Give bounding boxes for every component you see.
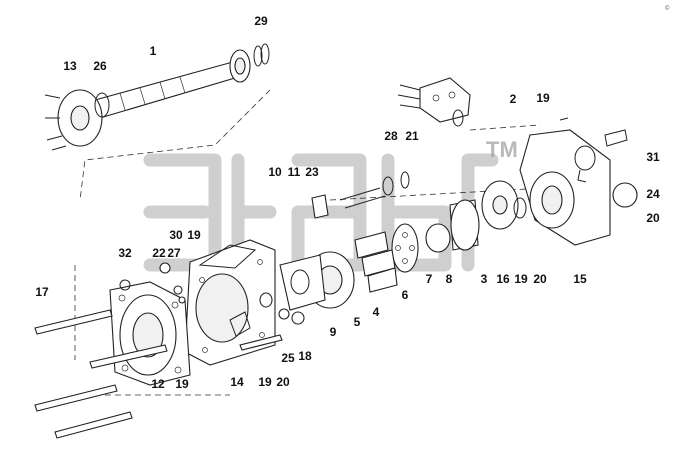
callout-24: 24 — [646, 187, 660, 201]
rotating-group — [354, 180, 527, 293]
assembly-lines — [74, 89, 546, 396]
callout-7: 7 — [426, 272, 433, 286]
callout-14: 14 — [230, 375, 244, 389]
callout-3: 3 — [481, 272, 488, 286]
callout-5: 5 — [354, 315, 361, 329]
valve-block — [397, 77, 628, 147]
callout-2: 2 — [510, 92, 517, 106]
callout-6: 6 — [402, 288, 409, 302]
callout-32: 32 — [118, 246, 132, 260]
callout-20: 20 — [533, 272, 547, 286]
callout-21: 21 — [405, 129, 419, 143]
callout-19: 19 — [175, 377, 189, 391]
callout-18: 18 — [298, 349, 312, 363]
callout-19: 19 — [514, 272, 528, 286]
callout-19: 19 — [187, 228, 201, 242]
callout-10: 10 — [268, 165, 282, 179]
callout-11: 11 — [288, 165, 301, 179]
callout-12: 12 — [151, 377, 165, 391]
callout-25: 25 — [281, 351, 295, 365]
front-cover — [184, 239, 276, 366]
callout-23: 23 — [305, 165, 319, 179]
callout-30: 30 — [169, 228, 183, 242]
callout-17: 17 — [35, 285, 49, 299]
callout-20: 20 — [276, 375, 290, 389]
callout-13: 13 — [63, 59, 77, 73]
callout-16: 16 — [496, 272, 510, 286]
callout-1: 1 — [150, 44, 157, 58]
rear-housing — [519, 129, 638, 246]
front-flange — [44, 89, 110, 151]
corner-mark: © — [665, 5, 670, 12]
callout-19: 19 — [536, 91, 550, 105]
callout-20: 20 — [646, 211, 660, 225]
callout-4: 4 — [373, 305, 380, 319]
trademark-mark: TM — [486, 137, 518, 162]
callout-22: 22 — [152, 246, 166, 260]
mounting-flange — [109, 279, 191, 386]
callout-15: 15 — [573, 272, 587, 286]
callout-8: 8 — [446, 272, 453, 286]
callout-9: 9 — [330, 325, 337, 339]
long-bolts — [34, 309, 283, 439]
callout-29: 29 — [254, 14, 268, 28]
callout-26: 26 — [93, 59, 107, 73]
drive-shaft — [94, 43, 270, 119]
callout-27: 27 — [167, 246, 181, 260]
callout-31: 31 — [646, 150, 660, 164]
swash-plate — [279, 171, 410, 311]
small-fittings — [159, 262, 305, 325]
callout-28: 28 — [384, 129, 398, 143]
callout-19: 19 — [258, 375, 272, 389]
